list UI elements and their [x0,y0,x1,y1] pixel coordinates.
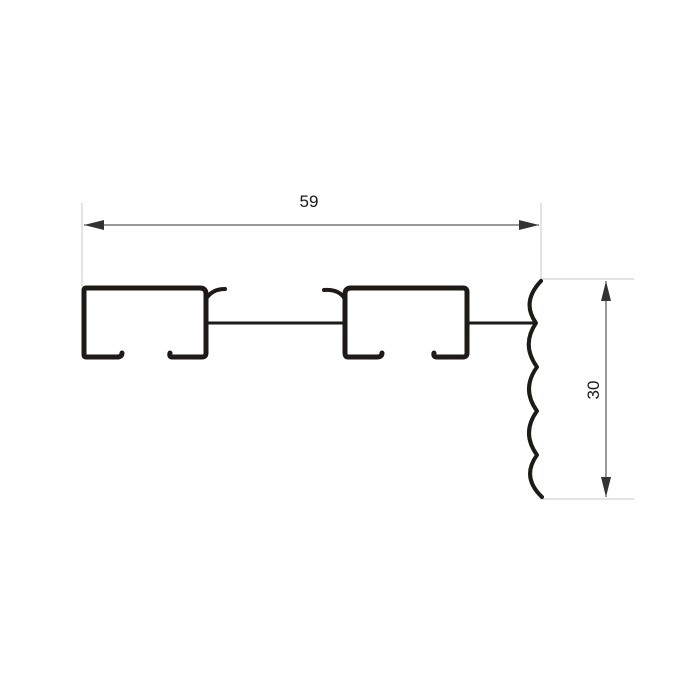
middle-channel [342,285,470,360]
profile-cross-section [81,279,544,499]
extension-lines [81,203,634,500]
middle-channel-hook [322,287,347,301]
scalloped-edge [526,279,544,499]
left-channel [81,285,209,360]
height-dimension-label: 30 [584,381,603,400]
width-dimension-label: 59 [300,192,319,211]
left-channel-hook [204,287,227,301]
